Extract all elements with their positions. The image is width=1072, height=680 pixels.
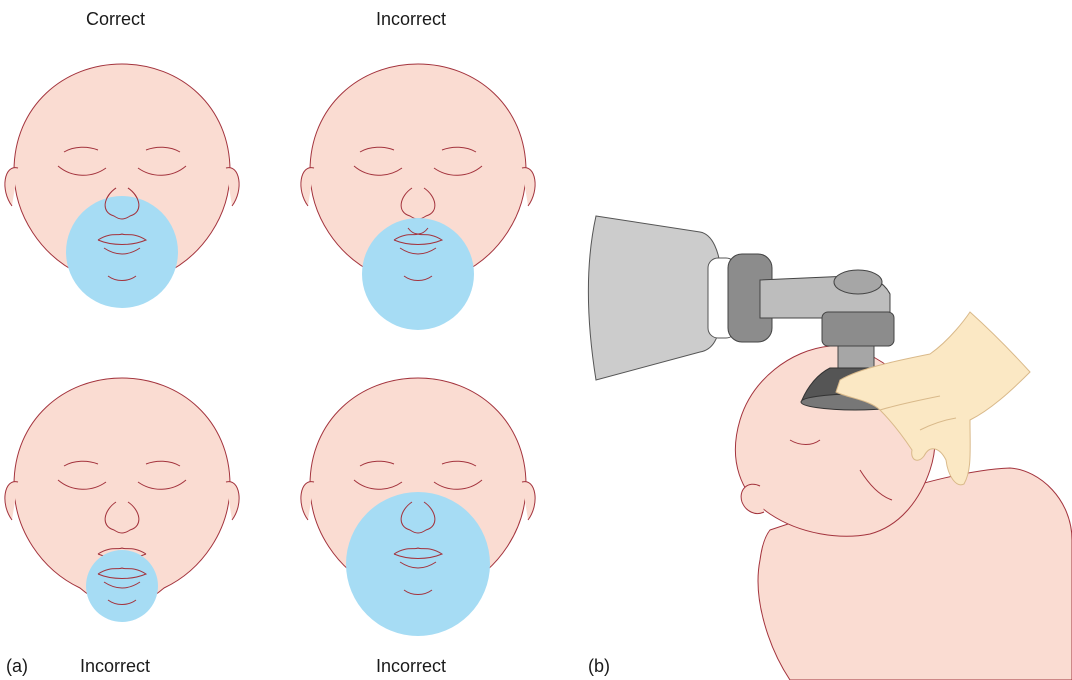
caption-face-2: Incorrect (376, 9, 446, 30)
mask-zone-small (86, 550, 158, 622)
face-incorrect-small (5, 378, 239, 622)
infant-bag-mask-illustration (588, 216, 1072, 680)
caption-face-4: Incorrect (376, 656, 446, 677)
valve-top (834, 270, 882, 294)
panel-a-tag: (a) (6, 656, 28, 677)
face-incorrect-low (301, 64, 535, 330)
mask-zone-correct (66, 196, 178, 308)
ventilation-bag (588, 216, 722, 380)
valve-body (822, 312, 894, 346)
caption-face-3: Incorrect (80, 656, 150, 677)
panel-b-tag: (b) (588, 656, 610, 677)
face-incorrect-large (301, 378, 535, 636)
face-correct (5, 64, 239, 308)
mask-zone-large (346, 492, 490, 636)
mask-zone-low (362, 218, 474, 330)
caption-face-1: Correct (86, 9, 145, 30)
